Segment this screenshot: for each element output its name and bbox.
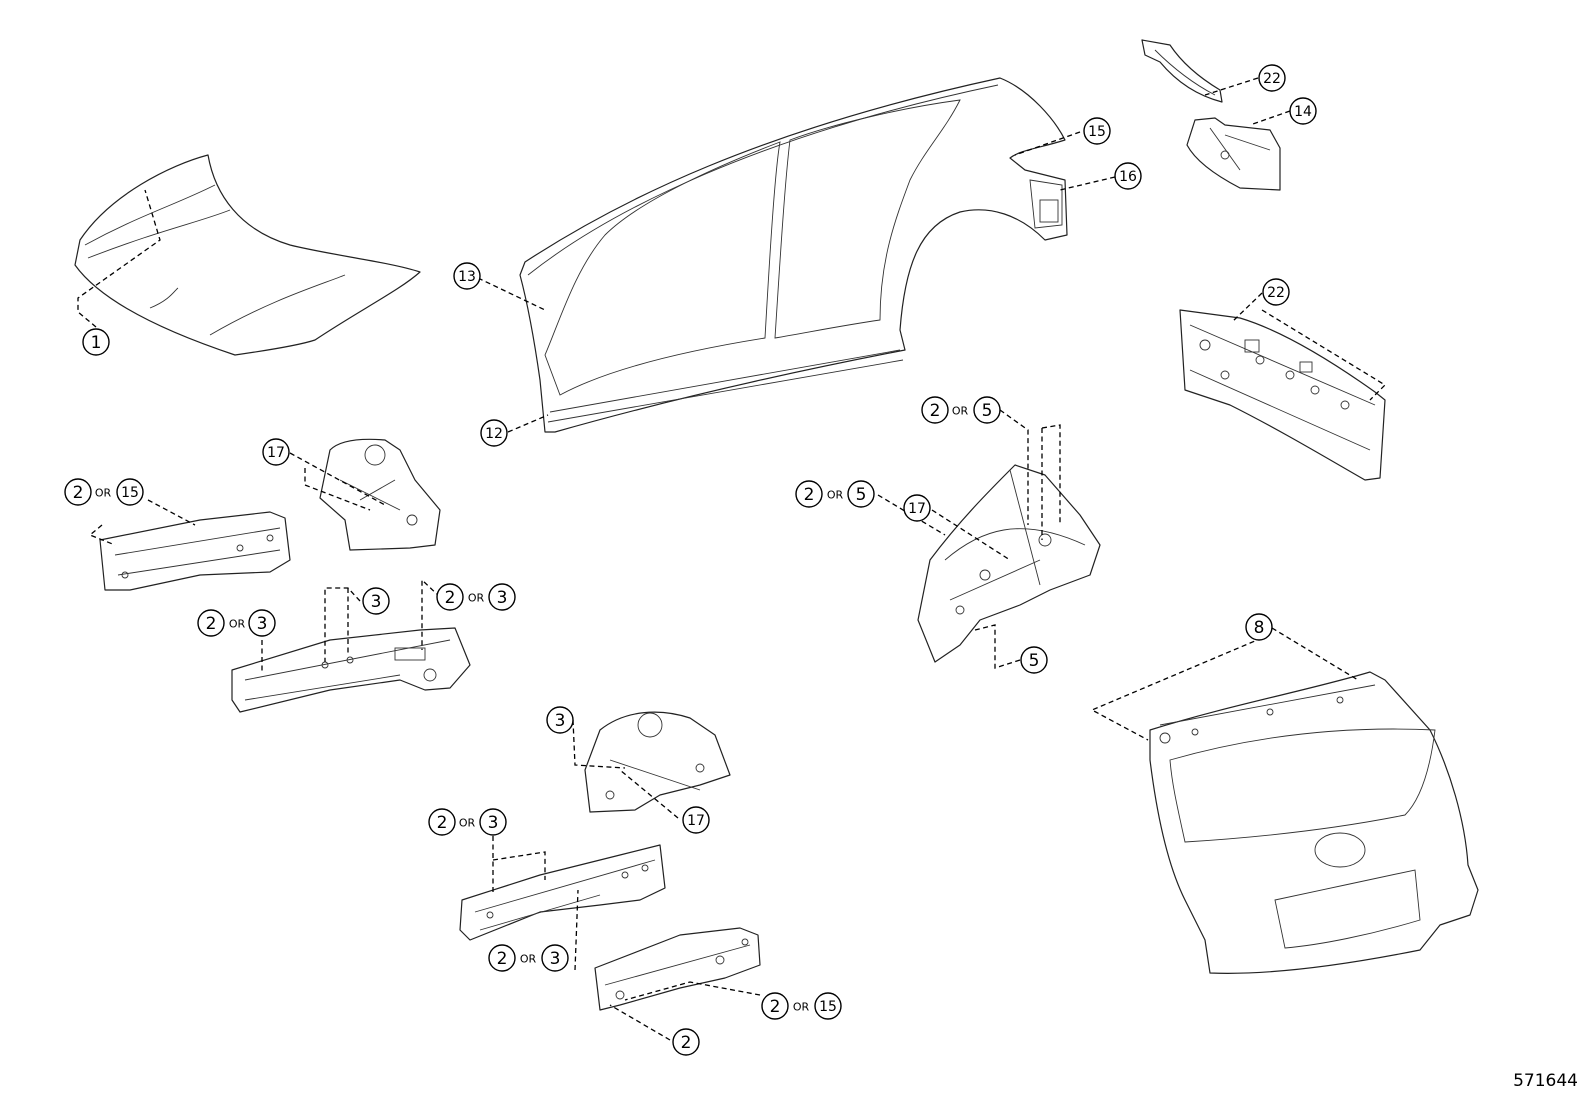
callout-2-lower-num: 2 [681,1033,692,1053]
callout-hood-num: 1 [91,333,102,353]
callout-17-rear-num: 17 [908,501,926,517]
callout-rocker: 12 [480,419,508,447]
or-label: OR [95,487,112,500]
callout-rear-floor-top-b: 5 [982,401,993,421]
or-label: OR [459,817,476,830]
callout-rail-3-left-a: 2 [206,614,217,634]
callout-back-door: 8 [1245,613,1273,641]
leader-lines [77,77,1387,1041]
callout-rear-floor-left: 2 OR 5 [795,480,875,508]
upper-bracket-part [1141,39,1223,103]
callout-rail-3-right-b: 3 [497,588,508,608]
callout-lower-rail-bottom-a: 2 [497,949,508,969]
front-apron-upper-part [319,438,441,551]
callout-13-num: 13 [458,269,476,285]
callout-back-panel: 22 [1262,278,1290,306]
callout-17-upper-num: 17 [267,445,285,461]
callout-lower-member-2: 2 [672,1028,700,1056]
corner-bracket-part [1186,117,1281,191]
callout-side-outer-front: 13 [453,262,481,290]
rear-floor-side-part [917,464,1101,663]
callout-rail-3-single: 3 [362,587,390,615]
callout-lower-rail-top-b: 3 [488,813,499,833]
callout-lower-rail-bottom-b: 3 [550,949,561,969]
callout-3-lower-num: 3 [555,711,566,731]
callout-14-num: 14 [1294,104,1312,120]
callout-rail-3-left-b: 3 [257,614,268,634]
callout-apron-upper: 17 [262,438,290,466]
or-label: OR [468,592,485,605]
callout-16-num: 16 [1119,169,1137,185]
lower-member-part [594,927,761,1011]
callout-22-top-num: 22 [1263,71,1281,87]
callout-front-rail-upper: 2 OR 15 [64,478,144,506]
back-door-part [1149,671,1479,974]
callout-top-bracket: 22 [1258,64,1286,92]
callout-12-num: 12 [485,426,503,442]
or-label: OR [229,618,246,631]
callout-lower-member-15: 2 OR 15 [761,992,842,1020]
back-panel-part [1179,309,1386,481]
callout-5-rear-num: 5 [1029,651,1040,671]
callout-lower-member-b: 15 [819,999,837,1015]
or-label: OR [952,405,969,418]
callout-17-lower-num: 17 [687,813,705,829]
front-rail-upper-part [99,511,291,591]
callout-rear-floor-left-a: 2 [804,485,815,505]
callout-rear-floor-top-a: 2 [930,401,941,421]
callout-rear-floor-17: 17 [903,494,931,522]
callout-15-num: 15 [1088,124,1106,140]
callout-rail-3-left: 2 OR 3 [197,609,276,637]
diagram-id-label: 571644 [1513,1071,1578,1091]
callout-lower-rail-bottom: 2 OR 3 [488,944,569,972]
front-side-member-part [231,627,471,713]
callout-front-rail-upper-b: 15 [121,485,139,501]
callout-quarter-16: 16 [1114,162,1142,190]
callout-lower-rail-top-a: 2 [437,813,448,833]
callout-3-rail-num: 3 [371,592,382,612]
callout-8-num: 8 [1254,618,1265,638]
callout-hood: 1 [82,328,110,356]
callout-apron-lower-17: 17 [682,806,710,834]
callout-rear-floor-5: 5 [1020,646,1048,674]
callout-lower-rail-top: 2 OR 3 [428,808,507,836]
front-apron-lower-part [584,711,731,813]
callout-lower-member-a: 2 [770,997,781,1017]
callout-22-back-num: 22 [1267,285,1285,301]
side-outer-panel [519,77,1068,433]
callout-upper-bracket: 14 [1289,97,1317,125]
callout-rear-floor-top: 2 OR 5 [921,396,1001,424]
lower-rail-part [459,844,666,941]
callout-front-rail-upper-a: 2 [73,483,84,503]
or-label: OR [793,1001,810,1014]
or-label: OR [520,953,537,966]
callout-quarter-15: 15 [1083,117,1111,145]
or-label: OR [827,489,844,502]
hood-panel [74,154,421,356]
callout-apron-lower-3: 3 [546,706,574,734]
callout-rear-floor-left-b: 5 [856,485,867,505]
callout-rail-3-right: 2 OR 3 [436,583,516,611]
callout-rail-3-right-a: 2 [445,588,456,608]
